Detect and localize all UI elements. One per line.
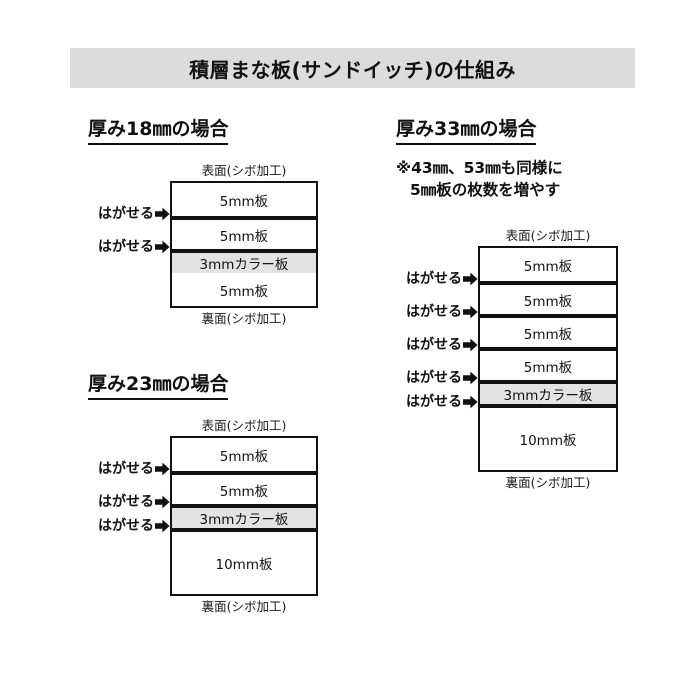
right-arrow-icon [463, 371, 478, 385]
layer-board: 5mm板 [172, 471, 316, 505]
section-note-line-2: 5㎜板の枚数を増やす [410, 181, 561, 200]
peelable-marker: はがせる [386, 395, 478, 409]
layer-label: 5mm板 [523, 258, 573, 275]
page-title-banner: 積層まな板(サンドイッチ)の仕組み [70, 48, 635, 88]
peelable-marker: はがせる [386, 371, 478, 385]
front-face-label: 表面(シボ加工) [201, 418, 287, 433]
layer-color-board: 3mmカラー板 [172, 504, 316, 529]
layer-label: 5mm板 [523, 359, 573, 376]
right-arrow-icon [463, 272, 478, 286]
section-thickness-18mm: 厚み18㎜の場合 [88, 118, 229, 145]
diagram-stack-18mm: 表面(シボ加工) 5mm板 5mm板 3mmカラー板 5mm板 裏面(シボ加工) はが… [98, 163, 318, 328]
section-note: ※43㎜、53㎜も同様に 5㎜板の枚数を増やす [396, 157, 563, 202]
layer-label: 10mm板 [215, 557, 273, 574]
layer-stack-box: 5mm板 5mm板 5mm板 5mm板 3mmカラー板 10mm板 [478, 246, 618, 473]
layer-board: 5mm板 [480, 281, 616, 315]
layer-label: 5mm板 [219, 193, 269, 210]
layer-color-board: 3mmカラー板 [480, 380, 616, 405]
layer-stack-box: 5mm板 5mm板 3mmカラー板 10mm板 [170, 436, 318, 597]
peelable-label: はがせる [98, 518, 154, 534]
peelable-label: はがせる [98, 494, 154, 510]
page-title: 積層まな板(サンドイッチ)の仕組み [189, 57, 516, 82]
section-heading: 厚み23㎜の場合 [88, 373, 229, 400]
layer-board: 5mm板 [172, 273, 316, 307]
peelable-label: はがせる [406, 337, 462, 353]
section-thickness-33mm: 厚み33㎜の場合 ※43㎜、53㎜も同様に 5㎜板の枚数を増やす [396, 118, 563, 202]
back-face-label: 裏面(シボ加工) [201, 311, 287, 327]
back-face-label: 裏面(シボ加工) [201, 599, 287, 615]
layer-board: 5mm板 [480, 347, 616, 381]
right-arrow-icon [463, 305, 478, 319]
section-heading: 厚み33㎜の場合 [396, 118, 537, 145]
right-arrow-icon [463, 395, 478, 409]
peelable-label: はがせる [406, 271, 462, 287]
layer-label: 3mmカラー板 [199, 257, 289, 274]
peelable-marker: はがせる [78, 207, 170, 221]
front-face-label: 表面(シボ加工) [505, 228, 591, 243]
layer-board: 5mm板 [480, 248, 616, 282]
right-arrow-icon [155, 495, 170, 509]
layer-board: 10mm板 [480, 404, 616, 471]
right-arrow-icon [155, 519, 170, 533]
layer-label: 5mm板 [219, 483, 269, 500]
right-arrow-icon [463, 338, 478, 352]
layer-board: 10mm板 [172, 528, 316, 595]
peelable-label: はがせる [98, 239, 154, 255]
layer-board: 5mm板 [172, 438, 316, 472]
layer-label: 5mm板 [219, 283, 269, 300]
peelable-label: はがせる [406, 304, 462, 320]
peelable-marker: はがせる [386, 305, 478, 319]
section-note-line-1: ※43㎜、53㎜も同様に [396, 158, 563, 177]
layer-label: 5mm板 [219, 228, 269, 245]
right-arrow-icon [155, 462, 170, 476]
peelable-marker: はがせる [386, 272, 478, 286]
peelable-marker: はがせる [78, 462, 170, 476]
layer-label: 3mmカラー板 [199, 512, 289, 529]
diagram-stack-23mm: 表面(シボ加工) 5mm板 5mm板 3mmカラー板 10mm板 裏面(シボ加工) は… [98, 418, 318, 616]
section-thickness-23mm: 厚み23㎜の場合 [88, 373, 229, 400]
layer-label: 5mm板 [219, 448, 269, 465]
right-arrow-icon [155, 207, 170, 221]
front-face-label: 表面(シボ加工) [201, 163, 287, 178]
peelable-label: はがせる [98, 461, 154, 477]
peelable-marker: はがせる [78, 519, 170, 533]
layer-label: 5mm板 [523, 326, 573, 343]
peelable-marker: はがせる [78, 240, 170, 254]
peelable-label: はがせる [406, 370, 462, 386]
layer-board: 5mm板 [172, 183, 316, 217]
layer-board: 5mm板 [172, 216, 316, 250]
right-arrow-icon [155, 240, 170, 254]
layer-color-board: 3mmカラー板 [172, 249, 316, 274]
back-face-label: 裏面(シボ加工) [505, 475, 591, 491]
layer-label: 5mm板 [523, 293, 573, 310]
layer-label: 3mmカラー板 [503, 388, 593, 405]
layer-label: 10mm板 [519, 433, 577, 450]
peelable-label: はがせる [98, 206, 154, 222]
peelable-marker: はがせる [78, 495, 170, 509]
layer-board: 5mm板 [480, 314, 616, 348]
diagram-stack-33mm: 表面(シボ加工) 5mm板 5mm板 5mm板 5mm板 3mmカラー板 10mm板 裏面… [406, 228, 618, 492]
peelable-label: はがせる [406, 394, 462, 410]
peelable-marker: はがせる [386, 338, 478, 352]
layer-stack-box: 5mm板 5mm板 3mmカラー板 5mm板 [170, 181, 318, 309]
section-heading: 厚み18㎜の場合 [88, 118, 229, 145]
